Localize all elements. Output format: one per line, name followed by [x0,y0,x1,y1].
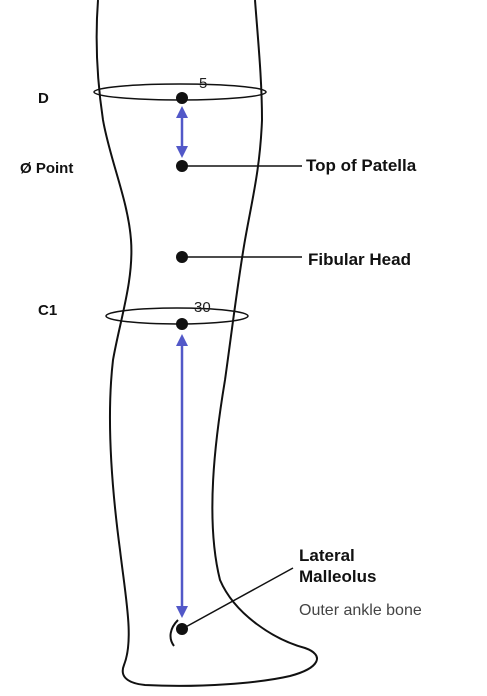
label-d: D [38,91,49,106]
label-c1: C1 [38,303,57,318]
distance-d: 5 [199,76,207,91]
distance-c1: 30 [194,300,211,315]
point-c1 [176,318,188,330]
label-fibular-head: Fibular Head [308,251,411,268]
arrowhead-up-d [176,106,188,118]
label-top-of-patella: Top of Patella [306,157,416,174]
label-malleolus: Malleolus [299,568,376,585]
label-outer-ankle-bone: Outer ankle bone [299,603,422,619]
leader-lateral-malleolus [182,568,293,629]
label-zero-point: Ø Point [20,161,73,176]
label-lateral: Lateral [299,547,355,564]
leg-outline-back [97,0,317,686]
arrowhead-up-c1 [176,334,188,346]
arrowhead-down-zero [176,146,188,158]
arrowhead-down-malleolus [176,606,188,618]
point-d [176,92,188,104]
ankle-bone-curve [171,620,178,646]
